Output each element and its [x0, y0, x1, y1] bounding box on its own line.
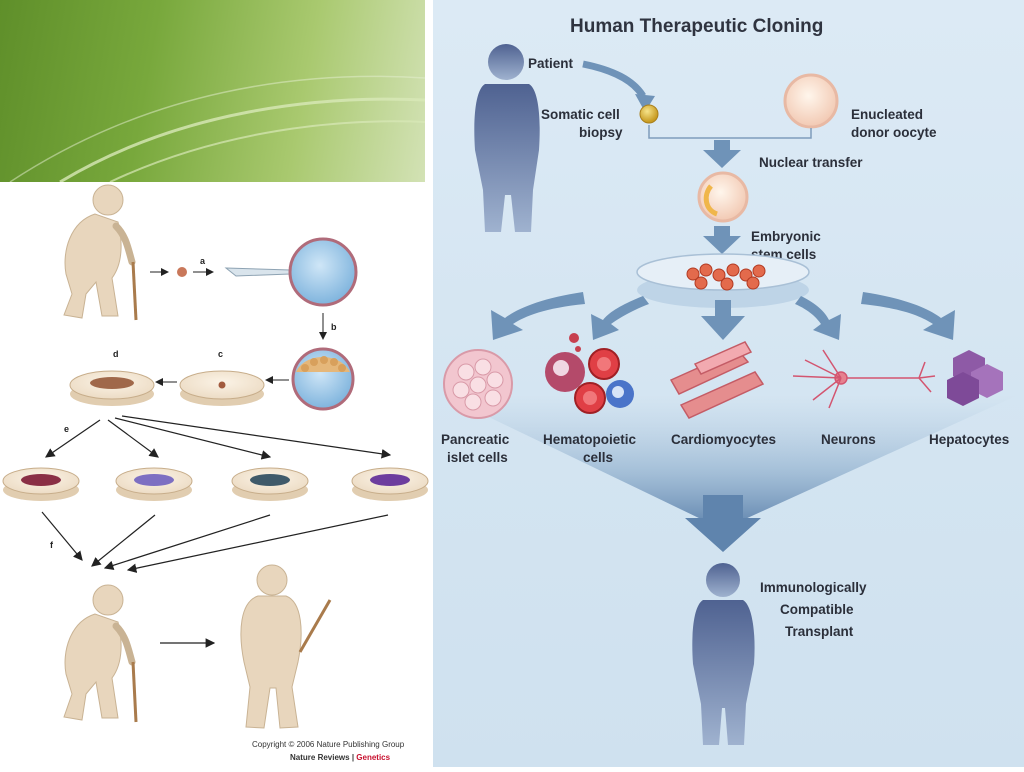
- step-label-f: f: [50, 540, 54, 550]
- banner-swoosh: [9, 75, 425, 182]
- copyright-text: Copyright © 2006 Nature Publishing Group: [252, 740, 405, 749]
- culture-dish-c: [179, 370, 265, 406]
- recovered-patient-figure: [240, 564, 302, 729]
- transplant-arrows: [41, 511, 389, 573]
- convergence-funnel: [443, 395, 1018, 520]
- enucleated-oocyte: [783, 73, 839, 129]
- label-hemato-1: Hematopoietic: [543, 432, 637, 447]
- hematopoietic-image: [545, 333, 634, 414]
- raised-cane: [298, 599, 332, 653]
- join-bracket: [648, 125, 812, 139]
- step-label-e: e: [64, 424, 69, 434]
- nature-cloning-diagram: a b c d e: [0, 182, 433, 767]
- label-embryonic: Embryonic: [751, 229, 821, 244]
- arrow-to-hemato: [591, 296, 649, 340]
- patient-arrow-head: [635, 94, 655, 112]
- label-enucleated-1: Enucleated: [851, 107, 923, 122]
- label-neurons: Neurons: [821, 432, 876, 447]
- hepatocyte-image: [947, 350, 1003, 406]
- oocyte: [288, 237, 358, 307]
- elderly-patient-before: [63, 584, 136, 721]
- neuron-image: [792, 349, 936, 409]
- cardiomyocyte-image: [669, 341, 765, 419]
- nuclear-transfer-arrow: [703, 140, 741, 168]
- label-result-3: Transplant: [785, 624, 854, 639]
- diagram-title: Human Therapeutic Cloning: [570, 16, 823, 37]
- dish-slate: [231, 467, 309, 501]
- pancreatic-islet-image: [443, 349, 513, 419]
- to-transplant-arrow: [685, 495, 761, 552]
- divergence-arrows: [491, 292, 955, 340]
- arrow-to-pancreatic: [491, 292, 585, 340]
- reconstructed-egg: [697, 171, 749, 223]
- label-enucleated-2: donor oocyte: [851, 125, 937, 140]
- cane-before: [131, 661, 138, 723]
- arrow-to-neurons: [795, 296, 841, 340]
- label-hemato-2: cells: [583, 450, 613, 465]
- stem-cell-dish: [636, 253, 810, 308]
- step-label-d: d: [113, 349, 119, 359]
- label-somatic-2: biopsy: [579, 125, 623, 140]
- label-patient: Patient: [528, 56, 574, 71]
- culture-dish-d: [69, 370, 155, 406]
- cloning-diagram-svg: Human Therapeutic Cloning Patient Somati…: [441, 16, 1018, 745]
- to-stem-cells-arrow: [703, 226, 741, 254]
- green-banner: [0, 0, 425, 182]
- elderly-patient-figure: [63, 184, 136, 319]
- label-nuclear-transfer: Nuclear transfer: [759, 155, 863, 170]
- blastocyst: [291, 347, 355, 411]
- differentiation-arrows: [45, 415, 392, 460]
- patient-to-biopsy-arrow: [582, 60, 646, 99]
- micropipette: [224, 267, 291, 277]
- somatic-cell-biopsy: [639, 104, 659, 124]
- dish-purple: [351, 467, 429, 501]
- label-pancreatic-1: Pancreatic: [441, 432, 510, 447]
- label-pancreatic-2: islet cells: [447, 450, 508, 465]
- label-result-1: Immunologically: [760, 580, 867, 595]
- publisher-credit: Nature Reviews | Genetics: [290, 753, 391, 762]
- label-somatic-1: Somatic cell: [541, 107, 620, 122]
- label-cardiomyocytes: Cardiomyocytes: [671, 432, 776, 447]
- patient-silhouette: [474, 44, 540, 232]
- therapeutic-cloning-diagram: Human Therapeutic Cloning Patient Somati…: [433, 0, 1024, 767]
- walking-cane: [131, 261, 138, 321]
- arrow-to-cardio: [701, 300, 745, 340]
- label-hepatocytes: Hepatocytes: [929, 432, 1009, 447]
- somatic-cell: [177, 267, 187, 277]
- step-label-c: c: [218, 349, 223, 359]
- label-result-2: Compatible: [780, 602, 854, 617]
- arrow-to-hepatocytes: [861, 292, 955, 340]
- nature-diagram-svg: a b c d e: [2, 184, 429, 762]
- recipient-silhouette: [692, 563, 755, 745]
- step-label-b: b: [331, 322, 337, 332]
- dish-red: [2, 467, 80, 501]
- step-label-a: a: [200, 256, 206, 266]
- dish-violet: [115, 467, 193, 501]
